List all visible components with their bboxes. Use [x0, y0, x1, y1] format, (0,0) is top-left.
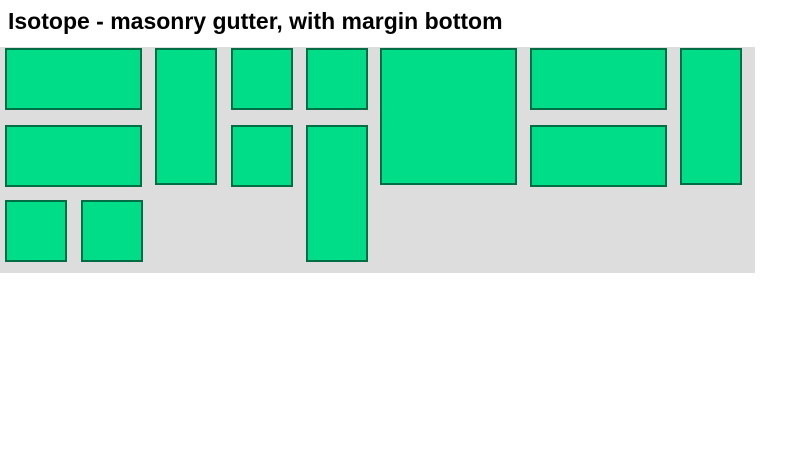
- grid-item: [155, 48, 217, 185]
- grid-item: [231, 48, 293, 110]
- masonry-grid: [0, 47, 755, 273]
- grid-item: [680, 48, 742, 185]
- grid-item: [530, 125, 667, 187]
- grid-item: [380, 48, 517, 185]
- grid-item: [5, 48, 142, 110]
- grid-item: [81, 200, 143, 262]
- grid-item: [530, 48, 667, 110]
- grid-item: [231, 125, 293, 187]
- grid-item: [5, 200, 67, 262]
- grid-item: [5, 125, 142, 187]
- grid-item: [306, 48, 368, 110]
- grid-item: [306, 125, 368, 262]
- page-title: Isotope - masonry gutter, with margin bo…: [8, 8, 503, 34]
